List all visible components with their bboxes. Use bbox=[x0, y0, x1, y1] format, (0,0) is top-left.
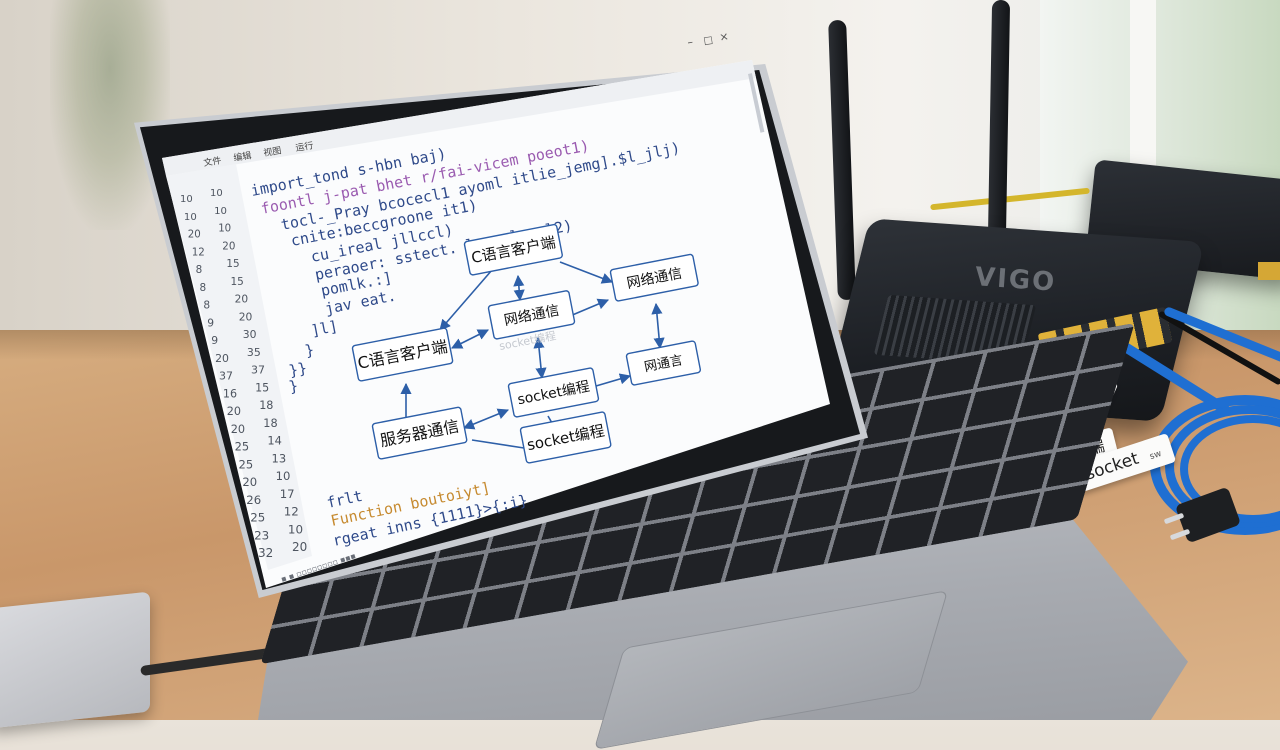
gutter-number: 8 bbox=[200, 282, 207, 294]
gutter-number: 35 bbox=[247, 346, 261, 359]
close-icon[interactable]: × bbox=[718, 30, 729, 44]
gutter-number: 25 bbox=[250, 511, 265, 525]
diagram-node-server: 服务器通信 bbox=[371, 406, 468, 460]
router-brand-logo: VIGO bbox=[974, 262, 1058, 298]
gutter-number: 8 bbox=[196, 264, 203, 276]
gutter-number: 37 bbox=[251, 364, 265, 377]
diagram-arrow bbox=[450, 329, 490, 349]
gutter-number: 26 bbox=[246, 493, 261, 507]
gutter-number: 25 bbox=[235, 440, 250, 454]
code-line: } bbox=[303, 341, 315, 360]
gutter-number: 20 bbox=[222, 240, 235, 252]
node-label: 网通言 bbox=[643, 353, 684, 375]
node-box bbox=[519, 411, 612, 464]
gutter-number: 20 bbox=[188, 230, 201, 241]
gutter-numbers: 10 10 10 10 20 10 12 20 8 15 8 15 8 20 9 20 9 30 20 35 37 37 1… bbox=[180, 188, 307, 560]
gutter-number: 20 bbox=[215, 352, 229, 365]
maximize-icon[interactable]: □ bbox=[703, 35, 714, 47]
gutter-number: 10 bbox=[218, 224, 231, 235]
gutter-number: 14 bbox=[267, 434, 282, 448]
diagram-arrow bbox=[462, 408, 510, 430]
gutter-number: 10 bbox=[210, 188, 223, 199]
diagram-node-client-left: C语言客户端 bbox=[351, 327, 454, 382]
node-box bbox=[371, 406, 468, 460]
editor-menu: 文件编辑视图运行 bbox=[203, 139, 315, 169]
laptop-screen: 文件编辑视图运行 – □ × 10 10 10 10 20 10 12 20 8 15 8 15 8 20… bbox=[162, 29, 765, 584]
editor-titlebar bbox=[162, 60, 756, 176]
diagram-node-client-top: C语言客户端 bbox=[463, 223, 563, 276]
gutter-number: 10 bbox=[276, 469, 291, 483]
gutter-number: 20 bbox=[292, 540, 307, 554]
code-line: ]l] bbox=[309, 317, 339, 340]
diagram-node-socket-center: socket编程 bbox=[507, 367, 600, 418]
diagram-arrow bbox=[569, 298, 610, 317]
gutter-number: 37 bbox=[219, 370, 233, 383]
grey-adapter-box bbox=[0, 591, 150, 729]
diagram-arrow bbox=[513, 274, 525, 302]
menu-item[interactable]: 文件 bbox=[203, 154, 223, 169]
gutter-number: 12 bbox=[192, 246, 205, 258]
menu-item[interactable]: 编辑 bbox=[233, 149, 253, 164]
gutter-number: 20 bbox=[235, 294, 249, 306]
diagram-node-socket-bottom: socket编程 bbox=[519, 411, 612, 464]
scrollbar[interactable] bbox=[748, 73, 765, 133]
gutter-number: 25 bbox=[239, 457, 254, 471]
gutter-number: 20 bbox=[227, 405, 241, 418]
diagram-arrow bbox=[559, 261, 614, 284]
diagram-arrow bbox=[439, 269, 493, 331]
menu-item[interactable]: 视图 bbox=[263, 144, 283, 159]
diagram-arrow bbox=[471, 439, 525, 449]
gutter-number: 32 bbox=[258, 546, 273, 560]
gutter-number: 10 bbox=[288, 522, 303, 536]
screen-drawing: 文件编辑视图运行 – □ × 10 10 10 10 20 10 12 20 8 15 8 15 8 20… bbox=[162, 29, 765, 584]
gutter-number: 18 bbox=[263, 417, 277, 430]
node-box bbox=[507, 367, 600, 418]
diagram-node-net-lang: 网通言 bbox=[625, 340, 702, 386]
gutter-number: 10 bbox=[214, 206, 227, 217]
gutter-number: 12 bbox=[284, 505, 299, 519]
gutter-number: 8 bbox=[203, 300, 210, 312]
gutter-number: 9 bbox=[207, 316, 214, 329]
gutter-number: 17 bbox=[280, 487, 295, 501]
gutter-number: 9 bbox=[211, 334, 218, 347]
diagram-node-net-right: 网络通信 bbox=[609, 253, 699, 302]
gutter-number: 15 bbox=[231, 276, 244, 288]
menu-item[interactable]: 运行 bbox=[295, 139, 315, 154]
line-gutter bbox=[166, 164, 312, 570]
node-box bbox=[487, 290, 576, 340]
diagram-arrow bbox=[533, 336, 547, 380]
gutter-number: 20 bbox=[239, 310, 253, 323]
switch-port bbox=[1258, 262, 1280, 280]
gutter-number: 20 bbox=[231, 423, 245, 436]
gutter-number: 10 bbox=[184, 212, 197, 223]
gutter-number: 18 bbox=[259, 399, 273, 412]
diagram-arrow bbox=[651, 302, 665, 350]
diagram-edges bbox=[400, 261, 665, 449]
blurred-plant bbox=[50, 0, 170, 230]
gutter-number: 15 bbox=[255, 381, 269, 394]
gutter-number: 15 bbox=[226, 258, 239, 270]
minimize-icon[interactable]: – bbox=[686, 35, 693, 49]
node-box bbox=[351, 327, 454, 382]
node-box bbox=[463, 223, 563, 276]
gutter-number: 23 bbox=[254, 528, 269, 542]
code-line: } bbox=[287, 377, 299, 396]
gutter-number: 30 bbox=[243, 328, 257, 341]
gutter-number: 20 bbox=[242, 475, 257, 489]
diagram-node-net-center: 网络通信 bbox=[487, 290, 576, 340]
node-box bbox=[609, 253, 699, 302]
gutter-number: 13 bbox=[272, 451, 287, 465]
code-line: }} bbox=[287, 359, 308, 380]
diagram-arrow bbox=[595, 373, 632, 387]
cable-tag-socket-sub: sw bbox=[1148, 448, 1163, 463]
gutter-number: 10 bbox=[180, 194, 193, 205]
node-box bbox=[625, 340, 702, 386]
gutter-number: 16 bbox=[223, 387, 237, 400]
